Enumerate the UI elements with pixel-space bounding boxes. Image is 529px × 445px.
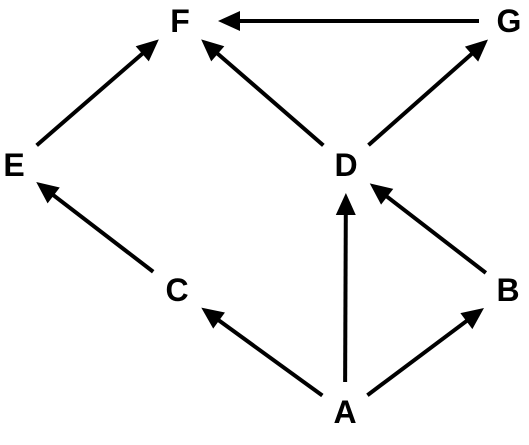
edge-line <box>216 317 324 398</box>
edges-layer <box>35 11 489 398</box>
arrowhead-icon <box>218 11 240 31</box>
edge-a-to-b <box>366 307 484 397</box>
arrowhead-icon <box>135 39 159 62</box>
edge-line <box>50 192 155 274</box>
node-a: A <box>333 394 356 430</box>
edge-a-to-d <box>335 192 356 383</box>
arrowhead-icon <box>369 183 394 205</box>
arrowhead-icon <box>335 192 356 216</box>
edge-line <box>214 50 325 147</box>
edge-d-to-f <box>201 39 325 147</box>
node-f: F <box>170 3 190 39</box>
edge-a-to-c <box>201 307 324 398</box>
node-c: C <box>165 272 188 308</box>
edge-g-to-f <box>218 11 479 31</box>
node-g: G <box>497 3 522 39</box>
edge-line <box>366 318 470 397</box>
node-b: B <box>496 272 519 308</box>
edge-line <box>35 50 146 147</box>
node-d: D <box>334 147 357 183</box>
edge-line <box>384 193 488 275</box>
edge-line <box>343 212 348 383</box>
edge-line <box>367 51 475 147</box>
edge-b-to-d <box>369 183 488 275</box>
edge-d-to-g <box>367 39 489 147</box>
arrowhead-icon <box>201 39 225 62</box>
arrowhead-icon <box>464 39 489 62</box>
arrowhead-icon <box>36 182 60 204</box>
arrowhead-icon <box>460 307 484 330</box>
arrowhead-icon <box>201 307 225 329</box>
edge-c-to-e <box>36 182 155 274</box>
node-e: E <box>3 147 24 183</box>
edge-e-to-f <box>35 39 159 147</box>
